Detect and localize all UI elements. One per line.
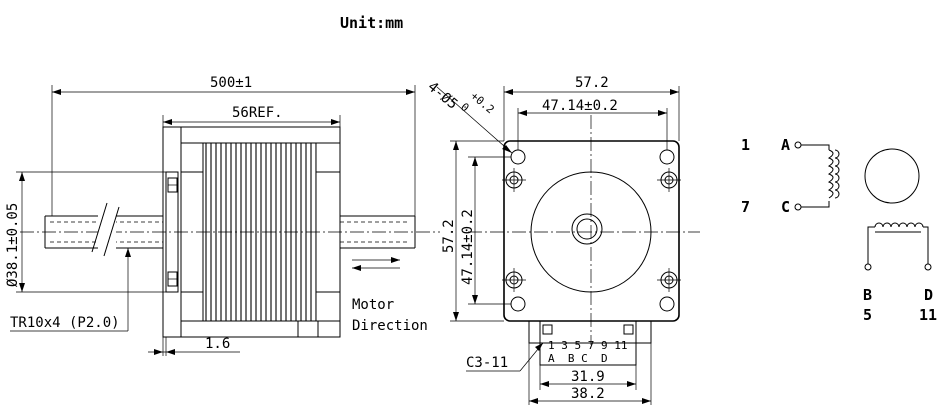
front-height-dim: 57.2 [441, 219, 457, 253]
coil-bd [874, 222, 924, 228]
pilot-circle [530, 171, 652, 293]
connector-pin-numbers: 1 3 5 7 9 11 [548, 339, 627, 352]
wiring-diagram: 1 A 7 C B 5 D 11 [741, 136, 937, 324]
front-plate [503, 140, 680, 322]
pin-1-label: 1 [741, 136, 750, 154]
connector-label: C3-11 [466, 355, 508, 371]
body-length-dim: 56REF. [232, 105, 283, 121]
thread-spec-label: TR10x4 (P2.0) [10, 315, 120, 331]
pin-11-label: 11 [919, 306, 937, 324]
unit-label: Unit:mm [340, 14, 403, 32]
shaft-bore-inner [576, 218, 598, 240]
lead-screw-left [44, 200, 163, 264]
wire-c [801, 201, 830, 208]
cooling-fins [202, 142, 317, 322]
connector-inner-width-dim: 31.9 [571, 369, 605, 385]
connector-pin-letters: A B C D [548, 352, 608, 365]
rotor-symbol [864, 148, 920, 204]
connector: 1 3 5 7 9 11 A B C D [528, 320, 652, 366]
motor-direction-label-2: Direction [352, 318, 428, 334]
coil-ac [827, 149, 834, 199]
hole-tol-lower: 0 [458, 100, 471, 114]
pin-5-label: 5 [863, 306, 872, 324]
lead-a-label: A [781, 136, 790, 154]
pilot-diameter-dim: Ø38.1±0.05 [5, 203, 21, 287]
motor-body [180, 126, 341, 338]
wire-b [867, 226, 875, 264]
connector-body [539, 320, 637, 366]
wire-d [923, 226, 929, 264]
side-view: 500±1 56REF. Ø38.1±0.05 TR10x4 (P2.0) 1.… [5, 75, 440, 356]
connector-outer-width-dim: 38.2 [571, 386, 605, 402]
wire-a [801, 144, 830, 150]
lead-c-label: C [781, 198, 790, 216]
body-connector [297, 321, 341, 338]
lead-screw-right [340, 215, 416, 249]
overall-length-dim: 500±1 [210, 75, 252, 91]
flange-thickness-dim: 1.6 [205, 336, 230, 352]
lead-b-label: B [863, 286, 872, 304]
front-width-dim: 57.2 [575, 75, 609, 91]
pin-7-label: 7 [741, 198, 750, 216]
front-hole-width-dim: 47.14±0.2 [542, 98, 618, 114]
front-hole-height-dim: 47.14±0.2 [460, 209, 476, 285]
shaft-bore-outer [571, 213, 603, 245]
lead-d-label: D [924, 286, 933, 304]
mounting-holes [502, 149, 681, 312]
pilot-boss [165, 171, 179, 293]
front-view: 4-Ø5 +0.2 0 57.2 47.14±0.2 57.2 47.14±0.… [424, 75, 700, 405]
hole-spec: 4-Ø5 [424, 79, 460, 113]
motor-direction-label-1: Motor [352, 297, 394, 313]
hole-tol-upper: +0.2 [468, 89, 497, 116]
